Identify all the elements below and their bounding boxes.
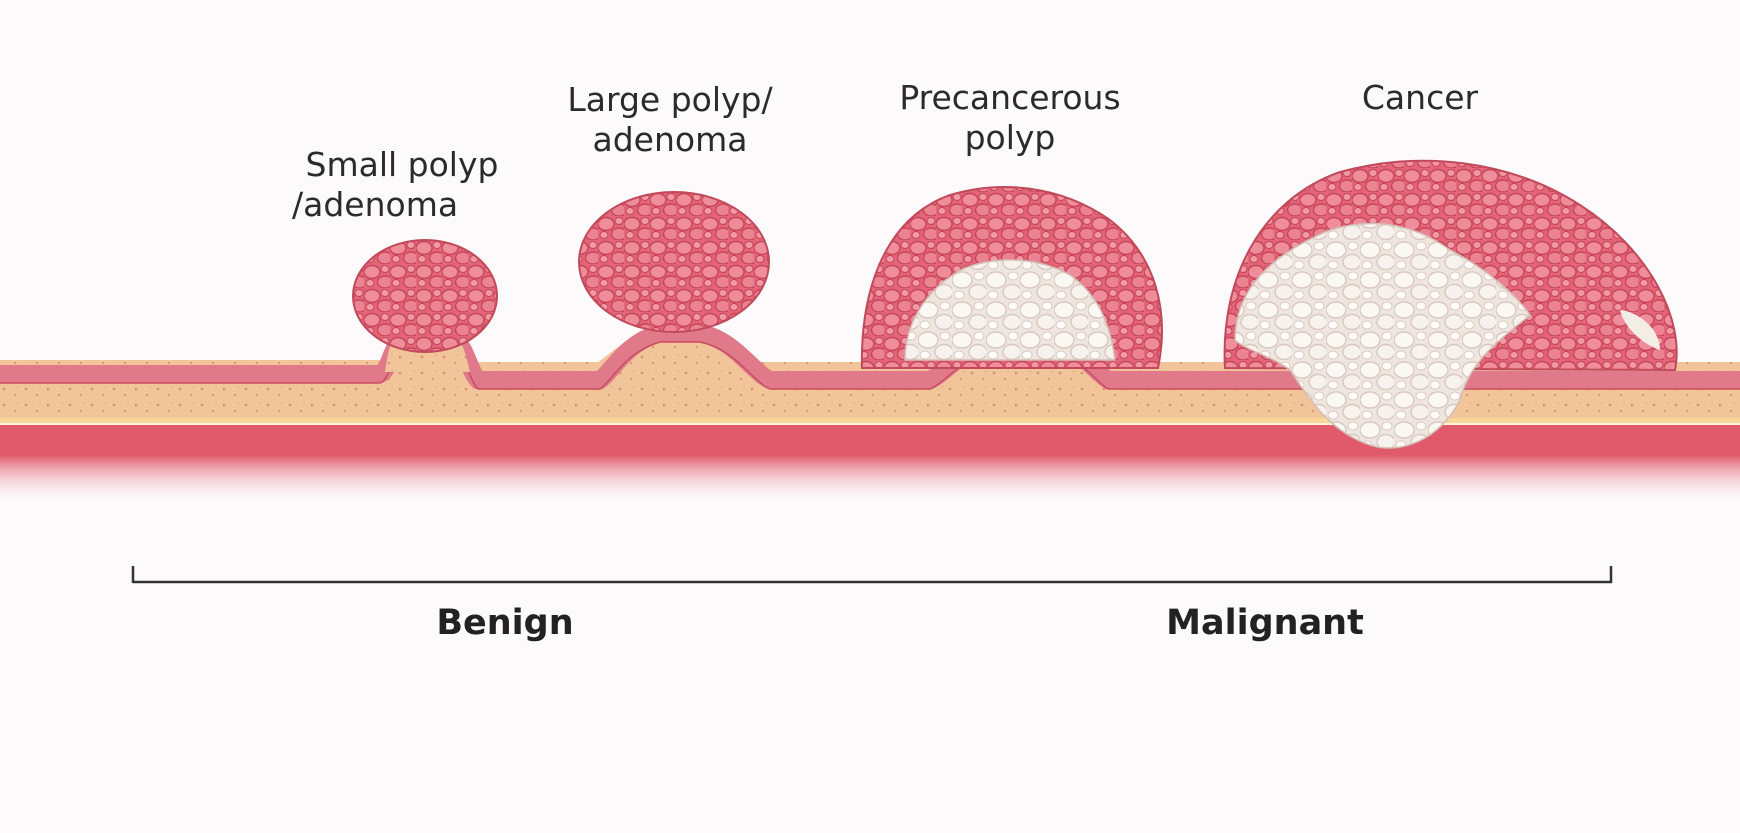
label-precancerous-line2: polyp (964, 118, 1056, 157)
label-cancer: Cancer (1320, 78, 1520, 118)
label-large-polyp-line1: Large polyp/ (567, 80, 773, 119)
label-large-polyp-line2: adenoma (592, 120, 748, 159)
label-small-polyp: Small polyp /adenoma (272, 145, 532, 225)
label-cancer-line1: Cancer (1361, 78, 1479, 117)
invasive-core (1234, 222, 1531, 449)
malignant-label: Malignant (1166, 603, 1364, 643)
label-large-polyp: Large polyp/ adenoma (530, 80, 810, 160)
small-polyp (352, 239, 498, 372)
label-small-polyp-line2: /adenoma (292, 185, 459, 224)
precancerous-core (904, 259, 1116, 361)
label-precancerous-polyp: Precancerous polyp (870, 78, 1150, 158)
cancer-tumor (1223, 159, 1678, 449)
benign-malignant-scale (131, 566, 1613, 584)
large-polyp (578, 191, 770, 333)
benign-label: Benign (436, 603, 574, 643)
label-precancerous-line1: Precancerous (899, 78, 1121, 117)
precancerous-polyp (860, 186, 1163, 369)
label-small-polyp-line1: Small polyp (305, 145, 499, 184)
